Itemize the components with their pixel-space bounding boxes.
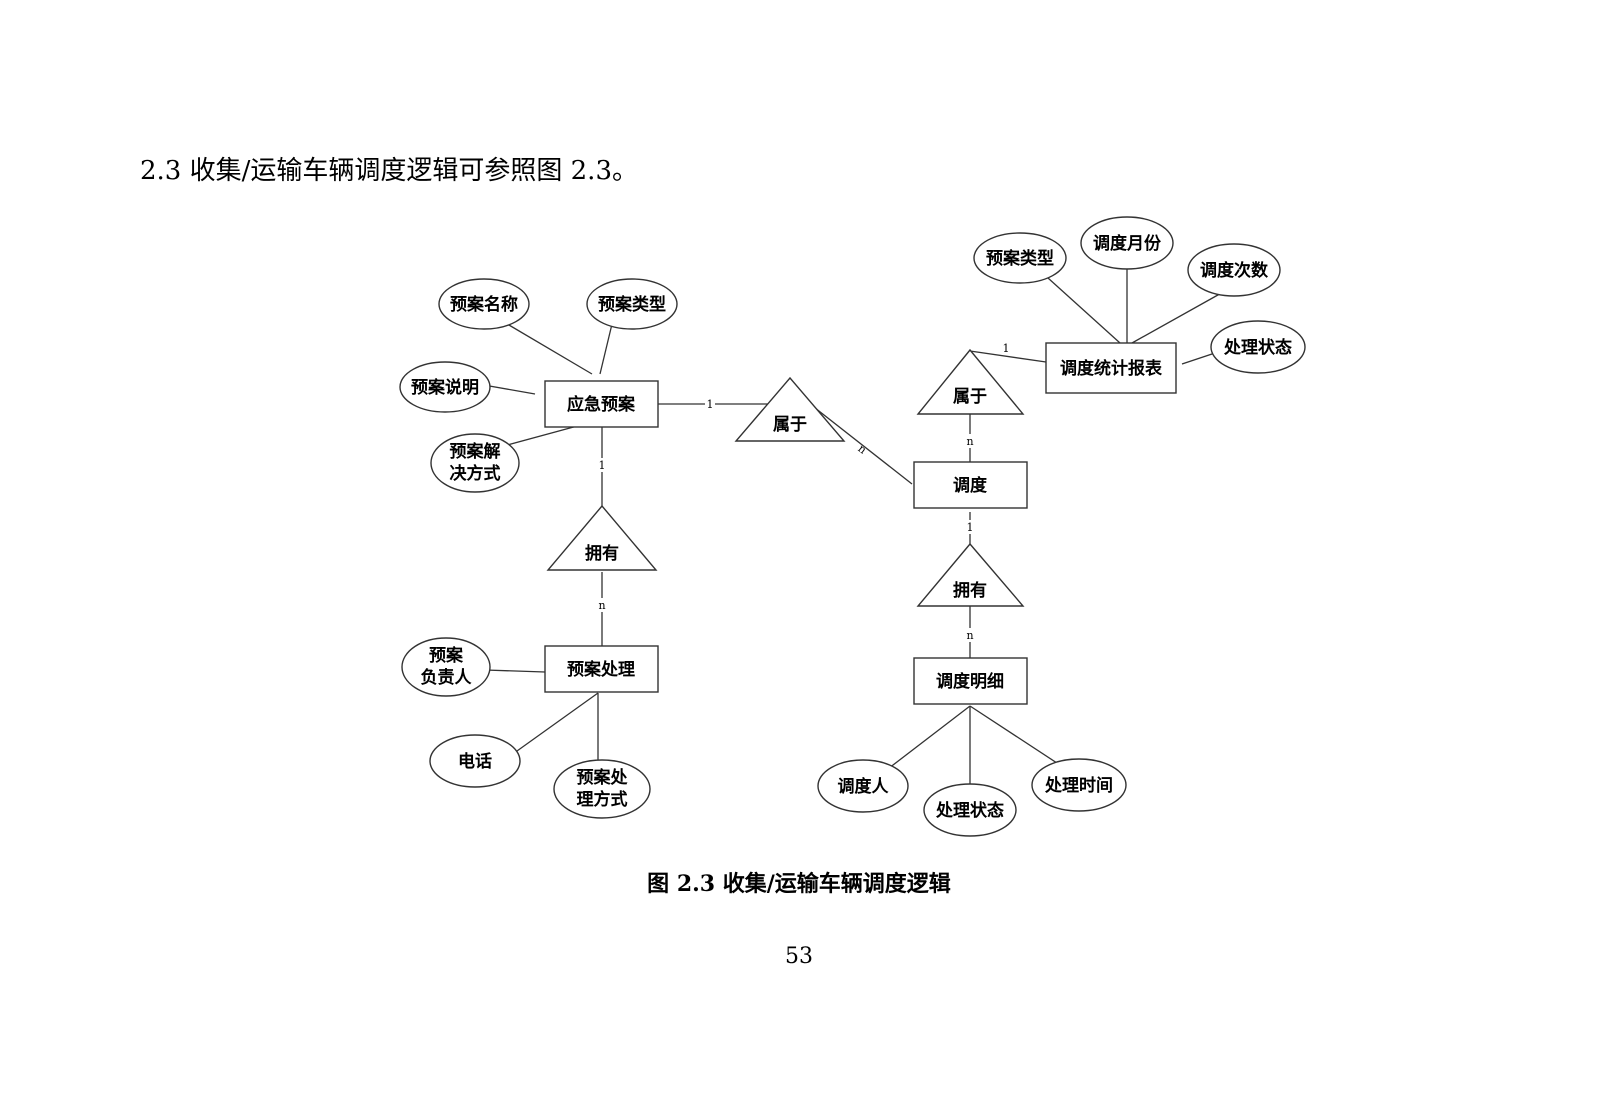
cardinality-ep-belongs: 1 xyxy=(707,398,714,411)
page-number: 53 xyxy=(785,944,813,969)
svg-text:属于: 属于 xyxy=(773,415,807,435)
attribute-report-plan-type: 预案类型 xyxy=(973,232,1067,284)
relation-owns-left: 拥有 xyxy=(546,504,658,571)
relation-belongs-left: 属于 xyxy=(734,376,846,442)
attribute-plan-solution: 预案解 决方式 xyxy=(430,433,520,493)
svg-text:理方式: 理方式 xyxy=(577,789,628,810)
figure-caption: 图 2.3 收集/运输车辆调度逻辑 xyxy=(647,871,951,897)
svg-text:属于: 属于 xyxy=(953,387,987,407)
attribute-report-status: 处理状态 xyxy=(1210,320,1306,374)
cardinality-owns-detail: n xyxy=(966,629,973,642)
svg-text:负责人: 负责人 xyxy=(421,667,473,688)
svg-text:预案类型: 预案类型 xyxy=(598,294,666,315)
attribute-plan-type: 预案类型 xyxy=(586,278,678,330)
svg-text:处理状态: 处理状态 xyxy=(1223,337,1292,358)
svg-text:电话: 电话 xyxy=(458,751,492,772)
svg-text:预案名称: 预案名称 xyxy=(450,294,518,315)
section-heading: 2.3 收集/运输车辆调度逻辑可参照图 2.3。 xyxy=(140,156,638,186)
relation-belongs-right: 属于 xyxy=(916,348,1025,415)
entity-emergency-plan: 应急预案 xyxy=(544,380,659,428)
svg-text:预案: 预案 xyxy=(429,645,464,666)
svg-text:调度人: 调度人 xyxy=(838,776,890,797)
cardinality-report-belongs: 1 xyxy=(1003,342,1010,355)
svg-text:预案处理: 预案处理 xyxy=(567,659,635,680)
svg-text:应急预案: 应急预案 xyxy=(567,394,636,415)
svg-text:调度统计报表: 调度统计报表 xyxy=(1060,358,1163,379)
attribute-plan-name: 预案名称 xyxy=(438,278,530,330)
svg-text:决方式: 决方式 xyxy=(450,463,501,484)
relation-owns-right: 拥有 xyxy=(916,542,1025,607)
attribute-dispatcher: 调度人 xyxy=(817,759,909,813)
entity-dispatch: 调度 xyxy=(913,461,1028,509)
cardinality-ep-owns: 1 xyxy=(599,459,606,472)
svg-text:处理状态: 处理状态 xyxy=(935,800,1004,821)
svg-text:预案说明: 预案说明 xyxy=(411,377,479,398)
svg-text:处理时间: 处理时间 xyxy=(1044,775,1113,796)
attribute-detail-status: 处理状态 xyxy=(923,783,1017,837)
cardinality-dispatch-owns: 1 xyxy=(967,521,974,534)
svg-text:调度: 调度 xyxy=(953,475,988,496)
svg-text:调度次数: 调度次数 xyxy=(1200,260,1269,281)
svg-text:预案处: 预案处 xyxy=(577,767,629,788)
attribute-handling-method: 预案处 理方式 xyxy=(553,759,651,819)
svg-text:预案解: 预案解 xyxy=(450,441,501,462)
entity-dispatch-detail: 调度明细 xyxy=(913,657,1028,705)
entity-dispatch-report: 调度统计报表 xyxy=(1045,342,1177,394)
svg-text:拥有: 拥有 xyxy=(585,543,619,564)
attribute-report-count: 调度次数 xyxy=(1187,243,1281,297)
svg-text:调度月份: 调度月份 xyxy=(1093,233,1162,254)
svg-text:调度明细: 调度明细 xyxy=(936,671,1004,692)
attribute-handler: 预案 负责人 xyxy=(401,637,491,697)
svg-text:预案类型: 预案类型 xyxy=(986,248,1054,269)
attribute-report-month: 调度月份 xyxy=(1080,216,1174,270)
entity-plan-handling: 预案处理 xyxy=(544,645,659,693)
cardinality-owns-handling: n xyxy=(598,599,605,612)
attribute-detail-time: 处理时间 xyxy=(1031,758,1127,812)
cardinality-belongs-dispatch-right: n xyxy=(966,435,973,448)
attribute-phone: 电话 xyxy=(429,734,521,788)
svg-text:拥有: 拥有 xyxy=(953,580,987,601)
attribute-plan-description: 预案说明 xyxy=(399,361,491,413)
